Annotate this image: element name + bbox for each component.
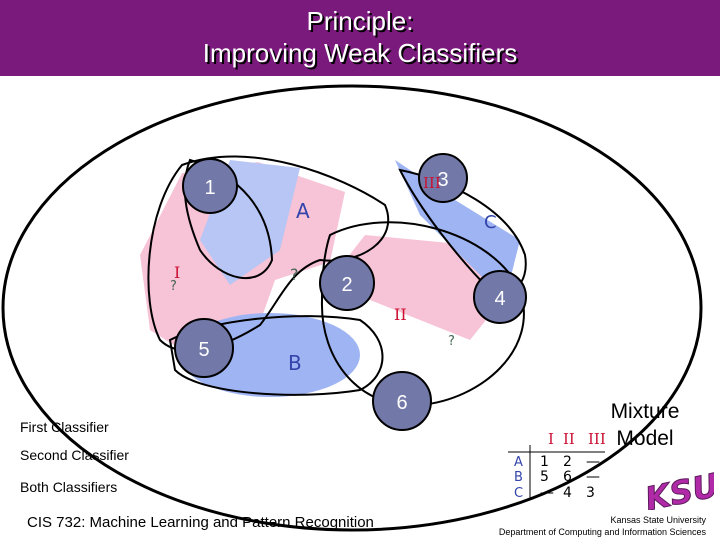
region-marker-2: 2 xyxy=(319,255,375,311)
slide-title-line-1: Principle: xyxy=(306,6,414,36)
title-bar: Principle: Improving Weak Classifiers xyxy=(0,0,720,76)
classifier-outline-1 xyxy=(147,155,390,352)
handwritten-letter-c: C xyxy=(484,212,497,233)
region-marker-6: 6 xyxy=(372,371,432,431)
ksu-logo-text: KSU xyxy=(642,466,714,510)
region-label-6: 6 xyxy=(396,392,407,414)
mixture-header-1: I xyxy=(548,430,554,448)
ksu-logo: KSU xyxy=(641,466,714,510)
handwritten-roman-2: II xyxy=(394,305,407,324)
mixture-row-c: C xyxy=(514,486,523,501)
mixture-cell-a1: 1 xyxy=(540,454,549,470)
mixture-table: I II III A 1 2 — B 5 6 — C — 4 3 xyxy=(508,430,606,501)
classifier-outline-2 xyxy=(320,221,525,407)
mixture-cell-c3: 3 xyxy=(586,485,595,501)
mixture-label-line-1: Mixture xyxy=(610,400,680,423)
region-label-3: 3 xyxy=(437,169,448,191)
handwritten-letter-a: A xyxy=(296,199,310,223)
handwritten-roman-3: III xyxy=(423,174,441,192)
region-label-2: 2 xyxy=(341,274,352,296)
region-label-1: 1 xyxy=(204,177,215,199)
mixture-cell-c1: — xyxy=(540,485,554,501)
mixture-row-a: A xyxy=(514,455,523,470)
course-footer: CIS 732: Machine Learning and Pattern Re… xyxy=(27,514,374,531)
region-label-4: 4 xyxy=(494,288,505,310)
region-label-5: 5 xyxy=(198,339,209,361)
handwritten-letter-b: B xyxy=(288,351,302,375)
mixture-cell-c2: 4 xyxy=(563,485,572,501)
mixture-header-3: III xyxy=(588,430,606,448)
handwritten-question-3: ? xyxy=(448,334,455,349)
mixture-cell-a3: — xyxy=(586,454,600,470)
mixture-cell-b2: 6 xyxy=(563,469,572,485)
handwritten-question-1: ? xyxy=(170,279,177,294)
mixture-cell-b3: — xyxy=(586,469,600,485)
mixture-cell-a2: 2 xyxy=(563,454,572,470)
mixture-model-label: Mixture Model xyxy=(600,398,690,452)
department-name: Department of Computing and Information … xyxy=(498,527,706,537)
legend-first-classifier: First Classifier xyxy=(20,419,109,435)
first-classifier-region-right xyxy=(330,235,510,340)
legend-second-classifier: Second Classifier xyxy=(20,447,129,463)
mixture-label-line-2: Model xyxy=(616,427,674,450)
region-marker-3: 3 xyxy=(418,153,468,203)
region-marker-1: 1 xyxy=(182,158,238,214)
classifier-outline-3 xyxy=(168,315,384,396)
university-name: Kansas State University xyxy=(610,515,706,525)
mixture-row-b: B xyxy=(514,470,523,485)
region-marker-4: 4 xyxy=(473,270,527,324)
slide-title-line-2: Improving Weak Classifiers xyxy=(202,38,518,68)
classifier-outline-5 xyxy=(183,158,274,279)
legend-both-classifiers: Both Classifiers xyxy=(20,479,118,495)
handwritten-roman-1: I xyxy=(174,263,180,282)
handwritten-question-2: ? xyxy=(290,265,299,284)
mixture-header-2: II xyxy=(563,430,575,448)
mixture-cell-b1: 5 xyxy=(540,469,549,485)
region-marker-5: 5 xyxy=(174,318,234,378)
